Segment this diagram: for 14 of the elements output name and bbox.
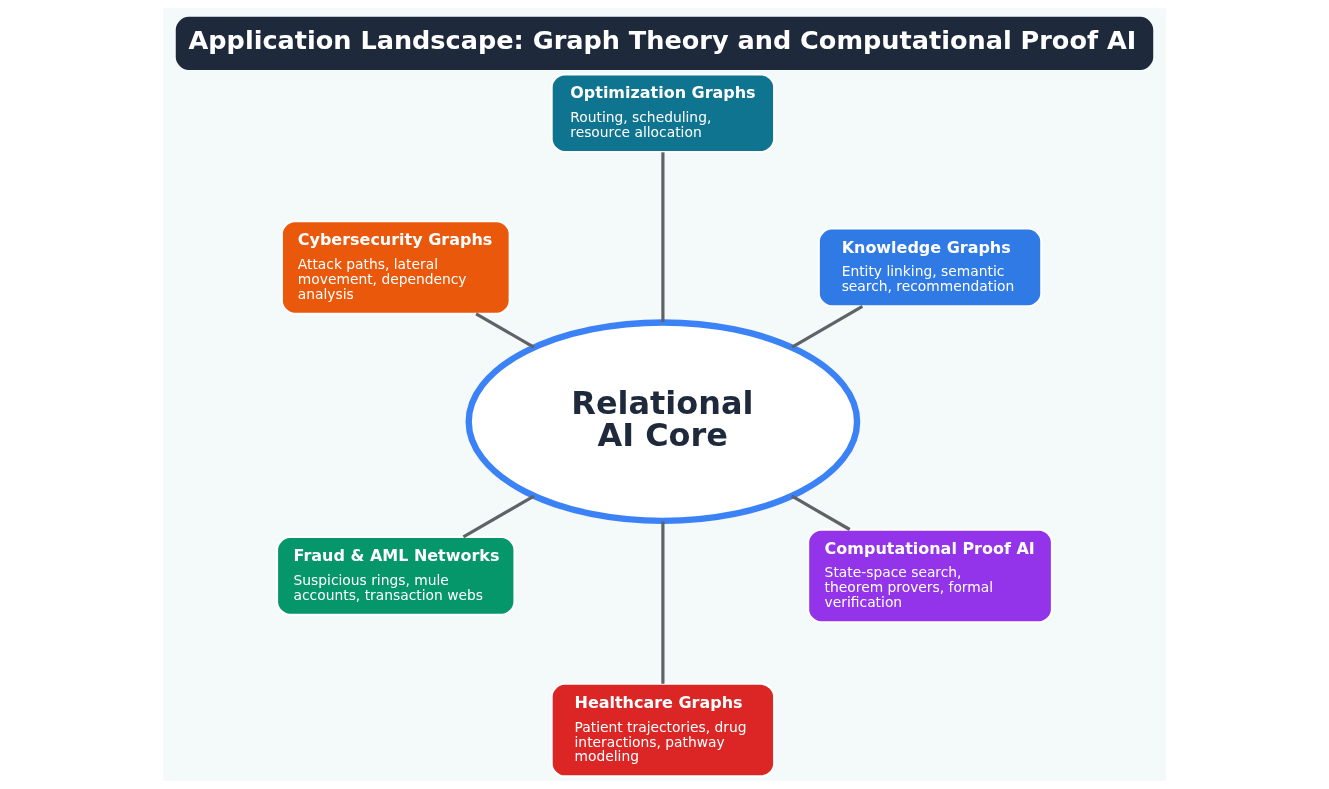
connector xyxy=(791,305,864,349)
node-box: Optimization Graphs Routing, scheduling, resource allocation xyxy=(550,73,776,154)
node-box: Computational Proof AI State-space search, theorem provers, formal verification xyxy=(807,528,1053,624)
connector xyxy=(475,312,535,349)
node-box: Fraud & AML Networks Suspicious rings, mule accounts, transaction webs xyxy=(276,535,516,616)
node-ellipse: Relational AI Core xyxy=(465,319,861,525)
node-box: Healthcare Graphs Patient trajectories, drug interactions, pathway modeling xyxy=(550,682,776,778)
connector xyxy=(661,521,665,684)
node-box: Cybersecurity Graphs Attack paths, lateral movement, dependency analysis xyxy=(280,220,511,315)
diagram-title: Application Landscape: Graph Theory and Computational Proof AI xyxy=(188,24,1137,55)
connector xyxy=(462,494,535,539)
connector xyxy=(791,494,851,531)
connector xyxy=(661,152,665,322)
node-box: Knowledge Graphs Entity linking, semantic search, recommendation xyxy=(817,227,1043,308)
